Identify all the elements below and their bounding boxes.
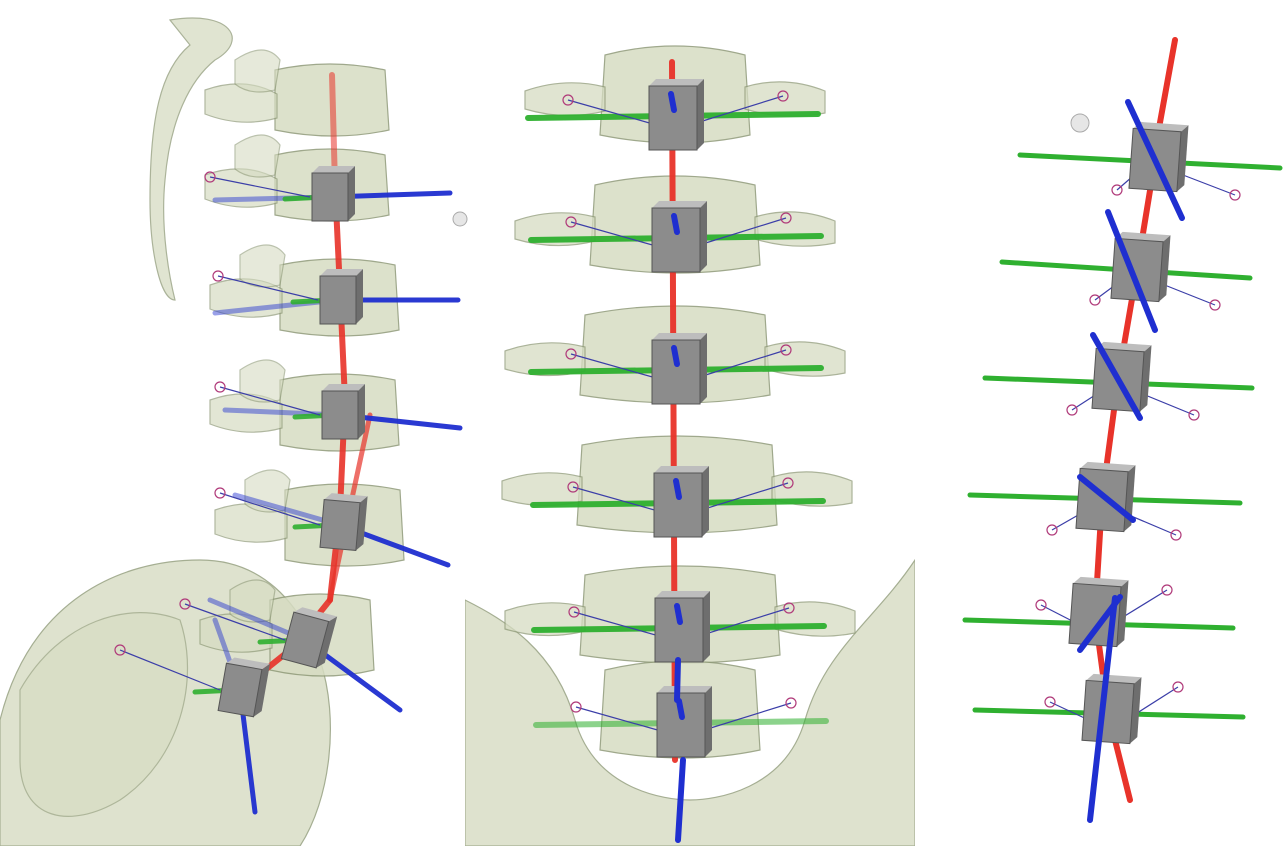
cube-side-face xyxy=(348,166,355,221)
cube-side-face xyxy=(697,79,704,150)
vertebra-frame-cube xyxy=(657,686,712,757)
vertebra-axes-render xyxy=(950,0,1285,846)
cube-side-face xyxy=(700,201,707,272)
vertebra-frame-cube xyxy=(320,493,368,552)
right-transverse-process xyxy=(775,602,855,636)
cube-side-face xyxy=(702,466,709,537)
anterior-axis xyxy=(677,660,678,700)
cube-top-face xyxy=(652,333,707,340)
vertebra-frame-cube xyxy=(649,79,704,150)
axes-view-panel xyxy=(950,0,1285,846)
vertebra-frame-cube xyxy=(652,333,707,404)
right-transverse-process xyxy=(745,82,825,116)
vertebra-frame-cube xyxy=(654,466,709,537)
cube-front-face xyxy=(320,500,360,551)
anterior-axis xyxy=(674,216,677,232)
cube-top-face xyxy=(312,166,355,173)
cube-top-face xyxy=(322,384,365,391)
cube-front-face xyxy=(322,391,358,439)
facet-joint xyxy=(240,245,285,287)
vertebra-frame-cube xyxy=(1069,576,1129,647)
facet-joint xyxy=(240,360,285,402)
cube-side-face xyxy=(358,384,365,439)
cube-top-face xyxy=(657,686,712,693)
cube-top-face xyxy=(654,466,709,473)
vertebra-frame-cube xyxy=(322,384,365,439)
posterior-arch xyxy=(150,18,232,300)
cube-front-face xyxy=(218,663,262,717)
vertebra-frame-cube xyxy=(320,269,363,324)
facet-joint xyxy=(235,50,280,92)
anterior-axis xyxy=(671,94,674,110)
facet-joint xyxy=(235,135,280,177)
anterior-axis xyxy=(677,606,680,622)
reference-sphere xyxy=(1071,114,1089,132)
cube-top-face xyxy=(655,591,710,598)
anterior-spine-render xyxy=(465,0,915,846)
cube-top-face xyxy=(652,201,707,208)
right-transverse-process xyxy=(755,212,835,246)
vertebra-frame-cube xyxy=(655,591,710,662)
lateral-spine-render xyxy=(0,0,470,846)
cube-front-face xyxy=(320,276,356,324)
lateral-view-panel xyxy=(0,0,470,846)
cube-side-face xyxy=(356,269,363,324)
cube-front-face xyxy=(1082,680,1134,743)
vertebra-frame-cube xyxy=(652,201,707,272)
left-transverse-process xyxy=(525,83,605,116)
vertebra-frame-cube xyxy=(1129,121,1189,192)
vertebra-frame-cube xyxy=(312,166,355,221)
anterior-axis xyxy=(679,701,682,717)
cube-side-face xyxy=(700,333,707,404)
left-transverse-process xyxy=(502,473,582,506)
cube-top-face xyxy=(649,79,704,86)
vertebra-frame-cube xyxy=(1082,673,1142,744)
anterior-view-panel xyxy=(465,0,915,846)
cube-front-face xyxy=(312,173,348,221)
anterior-axis xyxy=(674,348,677,364)
cube-top-face xyxy=(320,269,363,276)
cube-side-face xyxy=(703,591,710,662)
cube-side-face xyxy=(705,686,712,757)
anterior-axis xyxy=(676,481,679,497)
